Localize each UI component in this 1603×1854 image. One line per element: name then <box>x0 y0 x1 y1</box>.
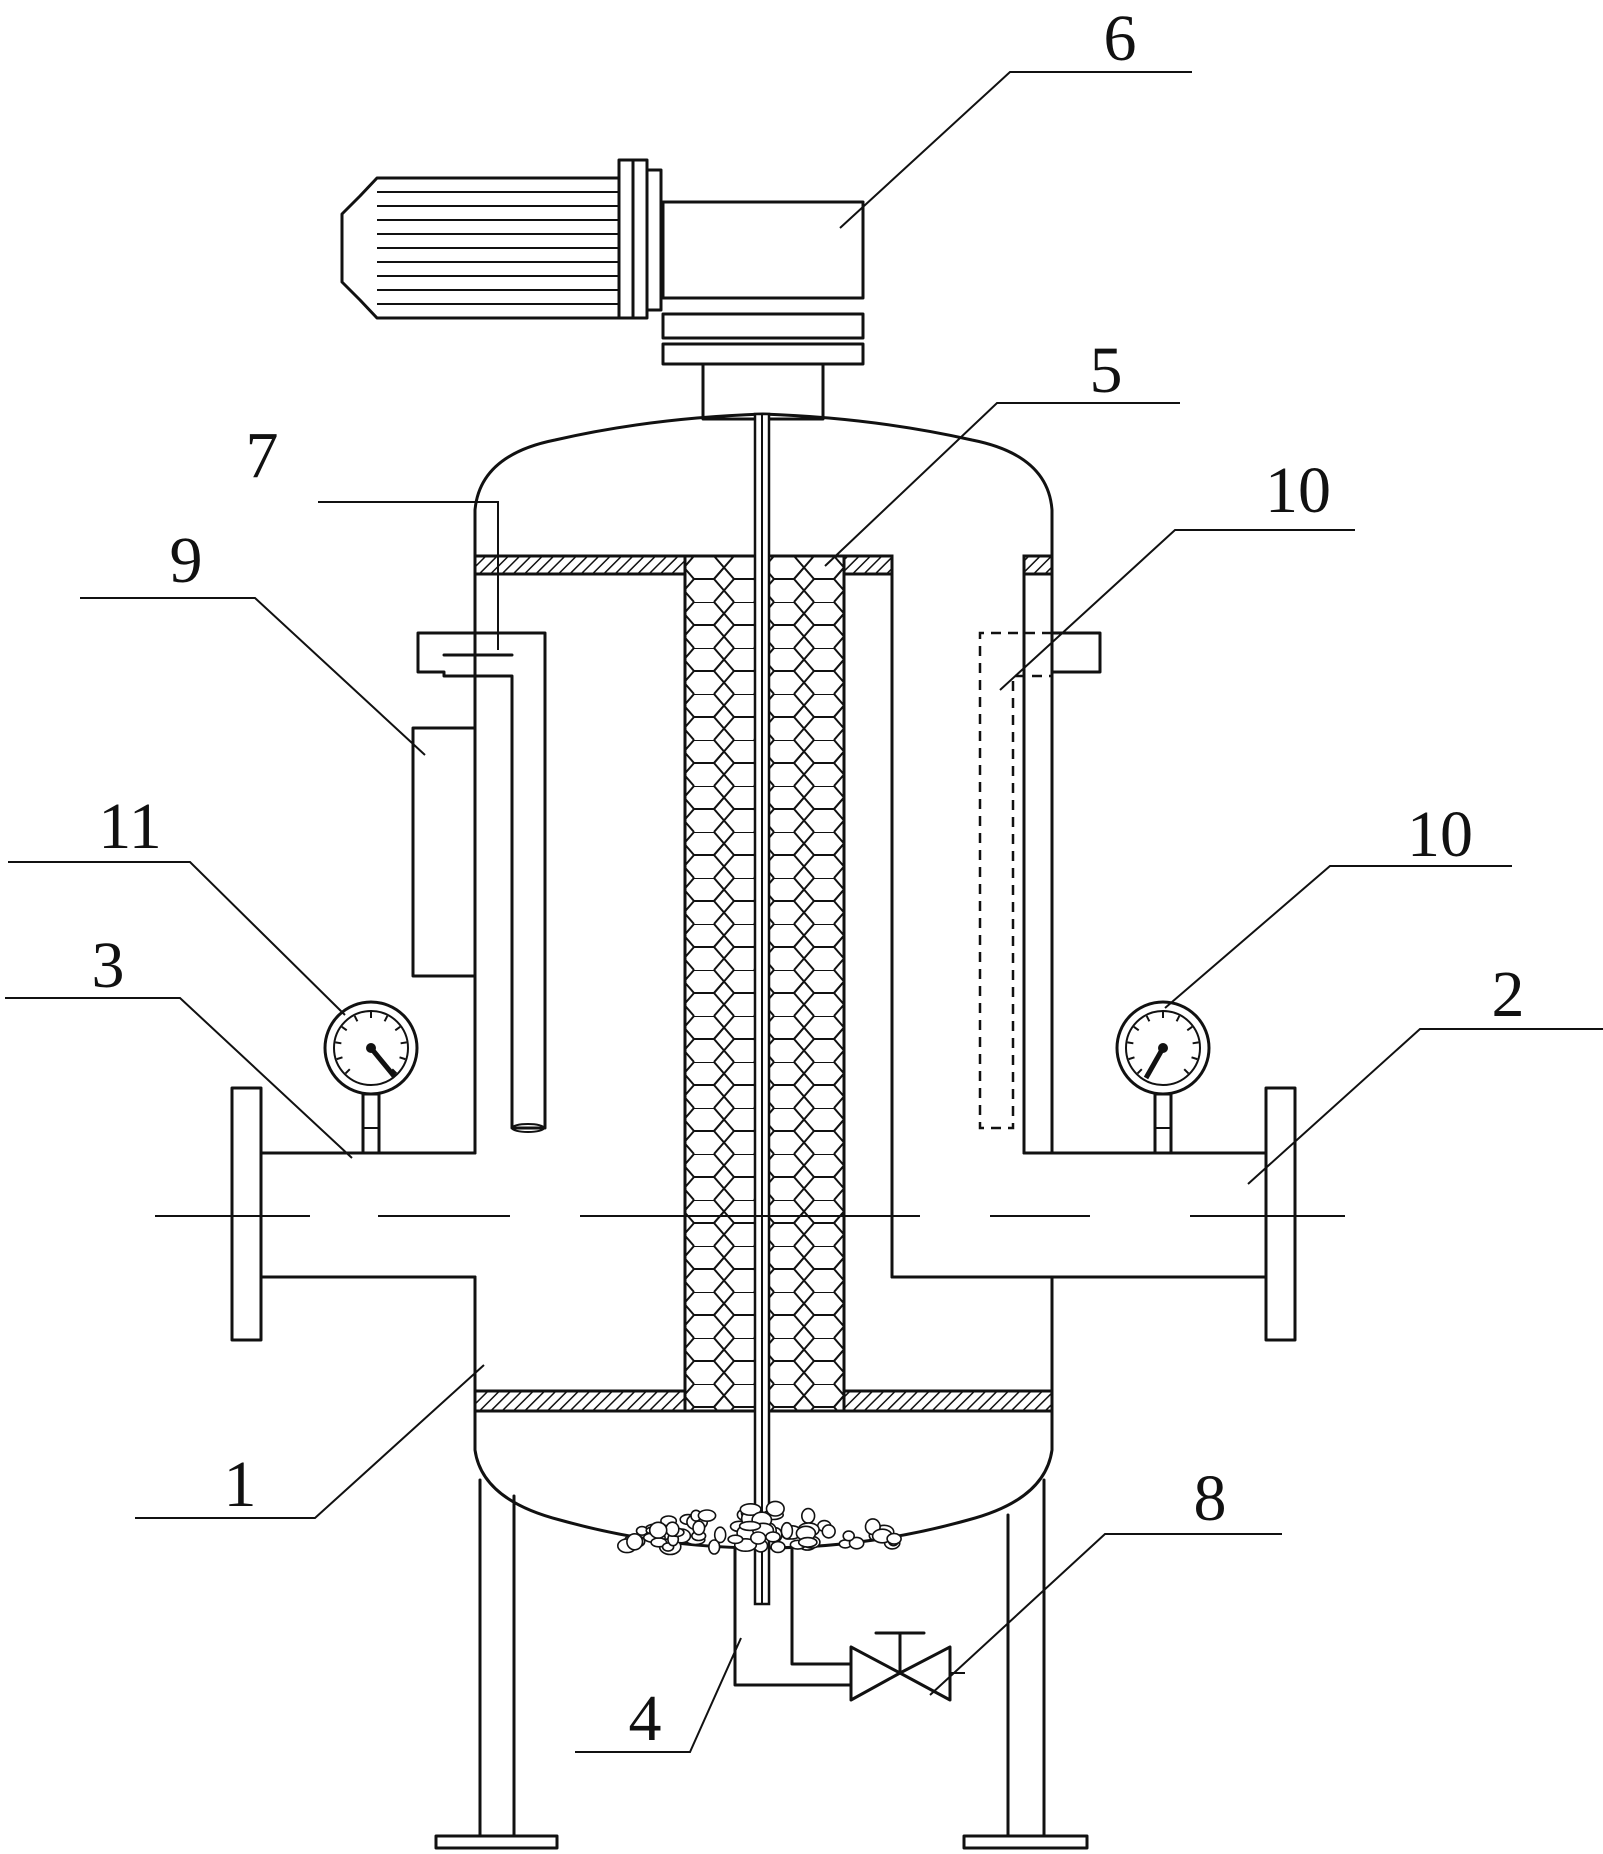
sediment-pebble <box>765 1500 785 1517</box>
gearbox-flange-upper <box>661 312 865 340</box>
inlet-nozzle-3 <box>230 1086 477 1342</box>
filter-cartridge-5 <box>683 412 846 1606</box>
gauge-tick <box>344 1068 351 1075</box>
label-6: 6 <box>1104 2 1137 75</box>
motor-assembly <box>340 158 865 421</box>
label-5: 5 <box>1090 334 1123 407</box>
sediment-pebble <box>727 1534 744 1545</box>
sediment-pebble <box>749 1531 767 1545</box>
sediment-pebble <box>738 1520 762 1532</box>
gearbox-6 <box>661 200 865 300</box>
cleaning-pipe-7 <box>416 631 547 1133</box>
gauge-tick <box>1175 1015 1181 1022</box>
inlet-flange <box>230 1086 263 1342</box>
sediment-pebble <box>692 1520 706 1536</box>
gauge-tick <box>341 1026 348 1032</box>
outlet-nozzle-2 <box>890 1086 1297 1342</box>
drain-pipe-4 <box>733 1546 853 1687</box>
motor-cooling-fins <box>377 191 619 305</box>
drain-valve-8 <box>849 1631 965 1702</box>
sediment-pebble <box>800 1507 816 1524</box>
gauge-tick <box>1133 1026 1140 1032</box>
label-9: 9 <box>170 524 203 597</box>
sediment-pebble <box>821 1524 836 1539</box>
gauge-tick <box>1191 1056 1198 1061</box>
upper-tube-sheet-left <box>473 554 687 576</box>
gauge-tick <box>1192 1041 1199 1045</box>
sediment-pebble <box>648 1521 668 1539</box>
cleaning-pipe-10 <box>978 631 1102 1130</box>
upper-tube-sheet-right <box>1022 554 1054 576</box>
gauge-tick <box>336 1056 343 1061</box>
sediment-pebble <box>770 1540 786 1554</box>
lower-tube-sheet-right <box>842 1389 1054 1413</box>
label-7: 7 <box>246 419 279 492</box>
label-4: 4 <box>629 1682 662 1755</box>
label-10b: 10 <box>1407 798 1473 871</box>
label-10a: 10 <box>1265 454 1331 527</box>
gauge-tick <box>383 1015 389 1022</box>
sediment-pebble <box>842 1530 856 1542</box>
gauge-needle <box>369 1046 396 1078</box>
gauge-tick <box>353 1015 359 1022</box>
outlet-flange <box>1264 1086 1297 1342</box>
callout-labels: 6 5 7 10 9 11 10 3 2 1 8 4 <box>92 2 1525 1755</box>
gauge-tick <box>1127 1041 1134 1045</box>
pressure-gauge-right <box>1115 1000 1211 1155</box>
sediment-pile <box>616 1500 902 1556</box>
label-1: 1 <box>224 1448 257 1521</box>
side-box-9 <box>411 726 477 978</box>
coupling <box>645 168 663 312</box>
label-2: 2 <box>1492 958 1525 1031</box>
label-11: 11 <box>98 790 162 863</box>
sediment-pebble <box>697 1509 717 1522</box>
sediment-pebble <box>707 1539 721 1555</box>
gauge-needle <box>1143 1046 1166 1080</box>
gauge-tick <box>391 1068 398 1075</box>
gauge-tick <box>1183 1068 1190 1075</box>
lower-tube-sheet-left <box>473 1389 687 1413</box>
sediment-pebble <box>886 1532 902 1545</box>
label-8: 8 <box>1194 1462 1227 1535</box>
label-3: 3 <box>92 929 125 1002</box>
gauge-tick <box>399 1056 406 1061</box>
gauge-tick <box>1186 1026 1193 1032</box>
gauge-tick <box>394 1026 401 1032</box>
gauge-tick <box>1128 1056 1135 1061</box>
gearbox-flange-lower <box>661 342 865 366</box>
gauge-tick <box>400 1041 407 1045</box>
sediment-pebble <box>848 1536 865 1550</box>
pressure-gauge-left <box>323 1000 419 1155</box>
sediment-pebble <box>797 1536 818 1548</box>
support-leg-right <box>962 1478 1089 1850</box>
upper-tube-sheet-mid <box>842 554 894 576</box>
sediment-pebble <box>713 1526 727 1544</box>
sediment-pebble <box>780 1521 794 1540</box>
gauge-tick <box>1136 1068 1143 1075</box>
sediment-pebble <box>765 1531 781 1543</box>
gauge-tick <box>335 1041 342 1045</box>
support-leg-left <box>434 1478 559 1850</box>
sediment-pebble <box>739 1503 762 1517</box>
leader-lines <box>5 71 1603 1753</box>
gauge-tick <box>1145 1015 1151 1022</box>
sediment-pebble <box>626 1533 644 1551</box>
drive-shaft-housing <box>701 362 825 421</box>
sediment-pebble <box>665 1521 680 1537</box>
